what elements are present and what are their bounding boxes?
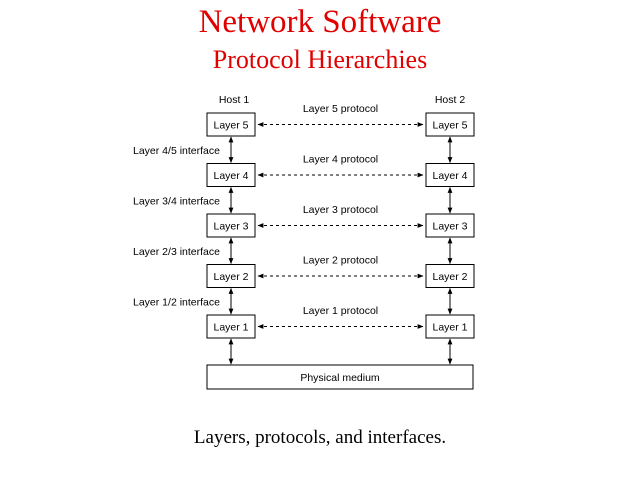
host-1-layer-3-box bbox=[206, 213, 256, 238]
layer-2-protocol-label: Layer 2 protocol bbox=[303, 255, 378, 267]
host-1-layer-4-box bbox=[206, 163, 256, 187]
host-2-layer-5-box bbox=[425, 112, 475, 137]
host-2-layer-4-box bbox=[425, 163, 475, 187]
host-1-layer-2-box bbox=[206, 264, 256, 288]
layer-1-protocol-label: Layer 1 protocol bbox=[303, 305, 378, 317]
page-title: Network Software bbox=[198, 4, 442, 40]
host-2-layer-4-label: Layer 4 bbox=[432, 170, 467, 182]
host-1-layer-5-label: Layer 5 bbox=[213, 120, 248, 132]
host-1-layer-2-label: Layer 2 bbox=[213, 271, 248, 283]
interface-label-3-4: Layer 3/4 interface bbox=[133, 195, 220, 207]
host-2-layer-3-label: Layer 3 bbox=[432, 221, 467, 233]
physical-medium-label: Physical medium bbox=[300, 372, 380, 384]
host-2-label: Host 2 bbox=[435, 94, 466, 106]
interface-label-4-5: Layer 4/5 interface bbox=[133, 145, 220, 157]
interface-label-1-2: Layer 1/2 interface bbox=[133, 296, 220, 308]
host-2-layer-5-label: Layer 5 bbox=[432, 120, 467, 132]
host-2-layer-2-box bbox=[425, 264, 475, 288]
physical-medium-box bbox=[206, 364, 474, 390]
host-1-layer-5-box bbox=[206, 112, 256, 137]
host-2-layer-1-box bbox=[425, 314, 475, 339]
host-2-layer-2-label: Layer 2 bbox=[432, 271, 467, 283]
host-1-layer-4-label: Layer 4 bbox=[213, 170, 248, 182]
host-2-layer-3-box bbox=[425, 213, 475, 238]
host-1-layer-1-label: Layer 1 bbox=[213, 322, 248, 334]
host-1-label: Host 1 bbox=[219, 94, 250, 106]
host-1-layer-3-label: Layer 3 bbox=[213, 221, 248, 233]
layer-3-protocol-label: Layer 3 protocol bbox=[303, 204, 378, 216]
figure-caption: Layers, protocols, and interfaces. bbox=[193, 427, 447, 448]
layer-5-protocol-label: Layer 5 protocol bbox=[303, 103, 378, 115]
host-2-layer-1-label: Layer 1 bbox=[432, 322, 467, 334]
interface-label-2-3: Layer 2/3 interface bbox=[133, 246, 220, 258]
page-subtitle: Protocol Hierarchies bbox=[212, 45, 428, 74]
layer-4-protocol-label: Layer 4 protocol bbox=[303, 154, 378, 166]
host-1-layer-1-box bbox=[206, 314, 256, 339]
